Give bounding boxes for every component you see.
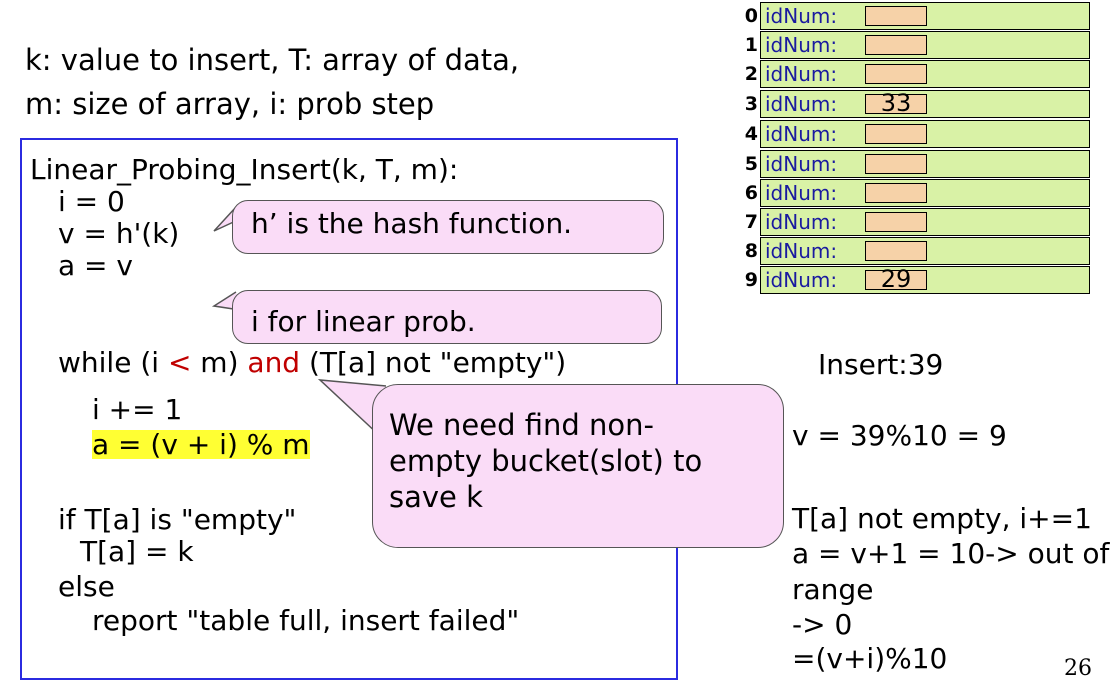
note-step-4: -> 0 [792,608,853,641]
slot-value: 29 [865,267,927,291]
callout-linear-text: i for linear prob. [251,305,476,338]
code-v-assign: v = h'(k) [58,217,180,250]
note-v-calc: v = 39%10 = 9 [792,419,1007,452]
while-pre: while (i [58,346,168,379]
while-mid: m) [191,346,248,379]
row-index: 3 [744,93,758,115]
idnum-label: idNum: [765,92,838,116]
slot-value [865,154,927,174]
slot-value: 33 [865,91,927,115]
table-cell: idNum: [760,120,1090,148]
code-i-init: i = 0 [58,185,125,218]
callout-hash-function: h’ is the hash function. [232,200,664,254]
idnum-label: idNum: [765,152,838,176]
callout-need-line-1: We need find non- [389,408,654,442]
parameter-description: k: value to insert, T: array of data, m:… [25,38,519,126]
code-a-assign: a = v [58,249,133,282]
code-a-update-highlighted: a = (v + i) % m [92,428,310,461]
idnum-label: idNum: [765,4,838,28]
note-step-2: a = v+1 = 10-> out of [792,537,1110,570]
idnum-label: idNum: [765,239,838,263]
row-index: 1 [744,34,758,56]
callout-need-line-3: save k [389,480,483,514]
table-cell: idNum: [760,208,1090,236]
callout-need-bucket: We need find non- empty bucket(slot) to … [372,384,784,548]
callout-linear-probe: i for linear prob. [232,290,662,344]
code-report: report "table full, insert failed" [92,604,520,637]
function-signature: Linear_Probing_Insert(k, T, m): [30,153,459,186]
table-cell: idNum: [760,2,1090,30]
note-step-1: T[a] not empty, i+=1 [792,502,1092,535]
slot-value [865,212,927,232]
row-index: 2 [744,63,758,85]
note-insert: Insert:39 [818,348,944,381]
row-index: 7 [744,211,758,233]
params-line-2: m: size of array, i: prob step [25,87,435,121]
table-cell: idNum: [760,150,1090,178]
page-number: 26 [1064,656,1092,681]
row-index: 8 [744,240,758,262]
note-step-3: range [792,573,874,606]
row-index: 9 [744,269,758,291]
row-index: 6 [744,182,758,204]
idnum-label: idNum: [765,181,838,205]
callout-need-tail [317,379,387,437]
params-line-1: k: value to insert, T: array of data, [25,43,520,77]
table-cell: idNum: 33 [760,90,1090,118]
slot-value [865,124,927,144]
idnum-label: idNum: [765,268,838,292]
code-else: else [58,570,115,603]
row-index: 4 [744,123,758,145]
while-lt: < [167,346,192,379]
row-index: 0 [744,5,758,27]
slot-value [865,241,927,261]
while-post: (T[a] not "empty") [300,346,567,379]
note-step-5: =(v+i)%10 [792,642,948,675]
idnum-label: idNum: [765,33,838,57]
idnum-label: idNum: [765,122,838,146]
table-cell: idNum: [760,60,1090,88]
idnum-label: idNum: [765,210,838,234]
row-index: 5 [744,153,758,175]
code-while-line: while (i < m) and (T[a] not "empty") [58,348,566,377]
slot-value [865,35,927,55]
slot-value [865,64,927,84]
table-cell: idNum: [760,31,1090,59]
callout-hash-text: h’ is the hash function. [251,207,573,240]
slot-value [865,6,927,26]
callout-need-line-2: empty bucket(slot) to [389,444,703,478]
table-cell: idNum: [760,237,1090,265]
table-cell: idNum: [760,179,1090,207]
while-and-keyword: and [247,346,301,379]
slot-value [865,183,927,203]
code-if-line: if T[a] is "empty" [58,503,297,536]
table-cell: idNum: 29 [760,266,1090,294]
code-assign-k: T[a] = k [80,535,194,568]
idnum-label: idNum: [765,62,838,86]
code-increment: i += 1 [92,393,183,426]
